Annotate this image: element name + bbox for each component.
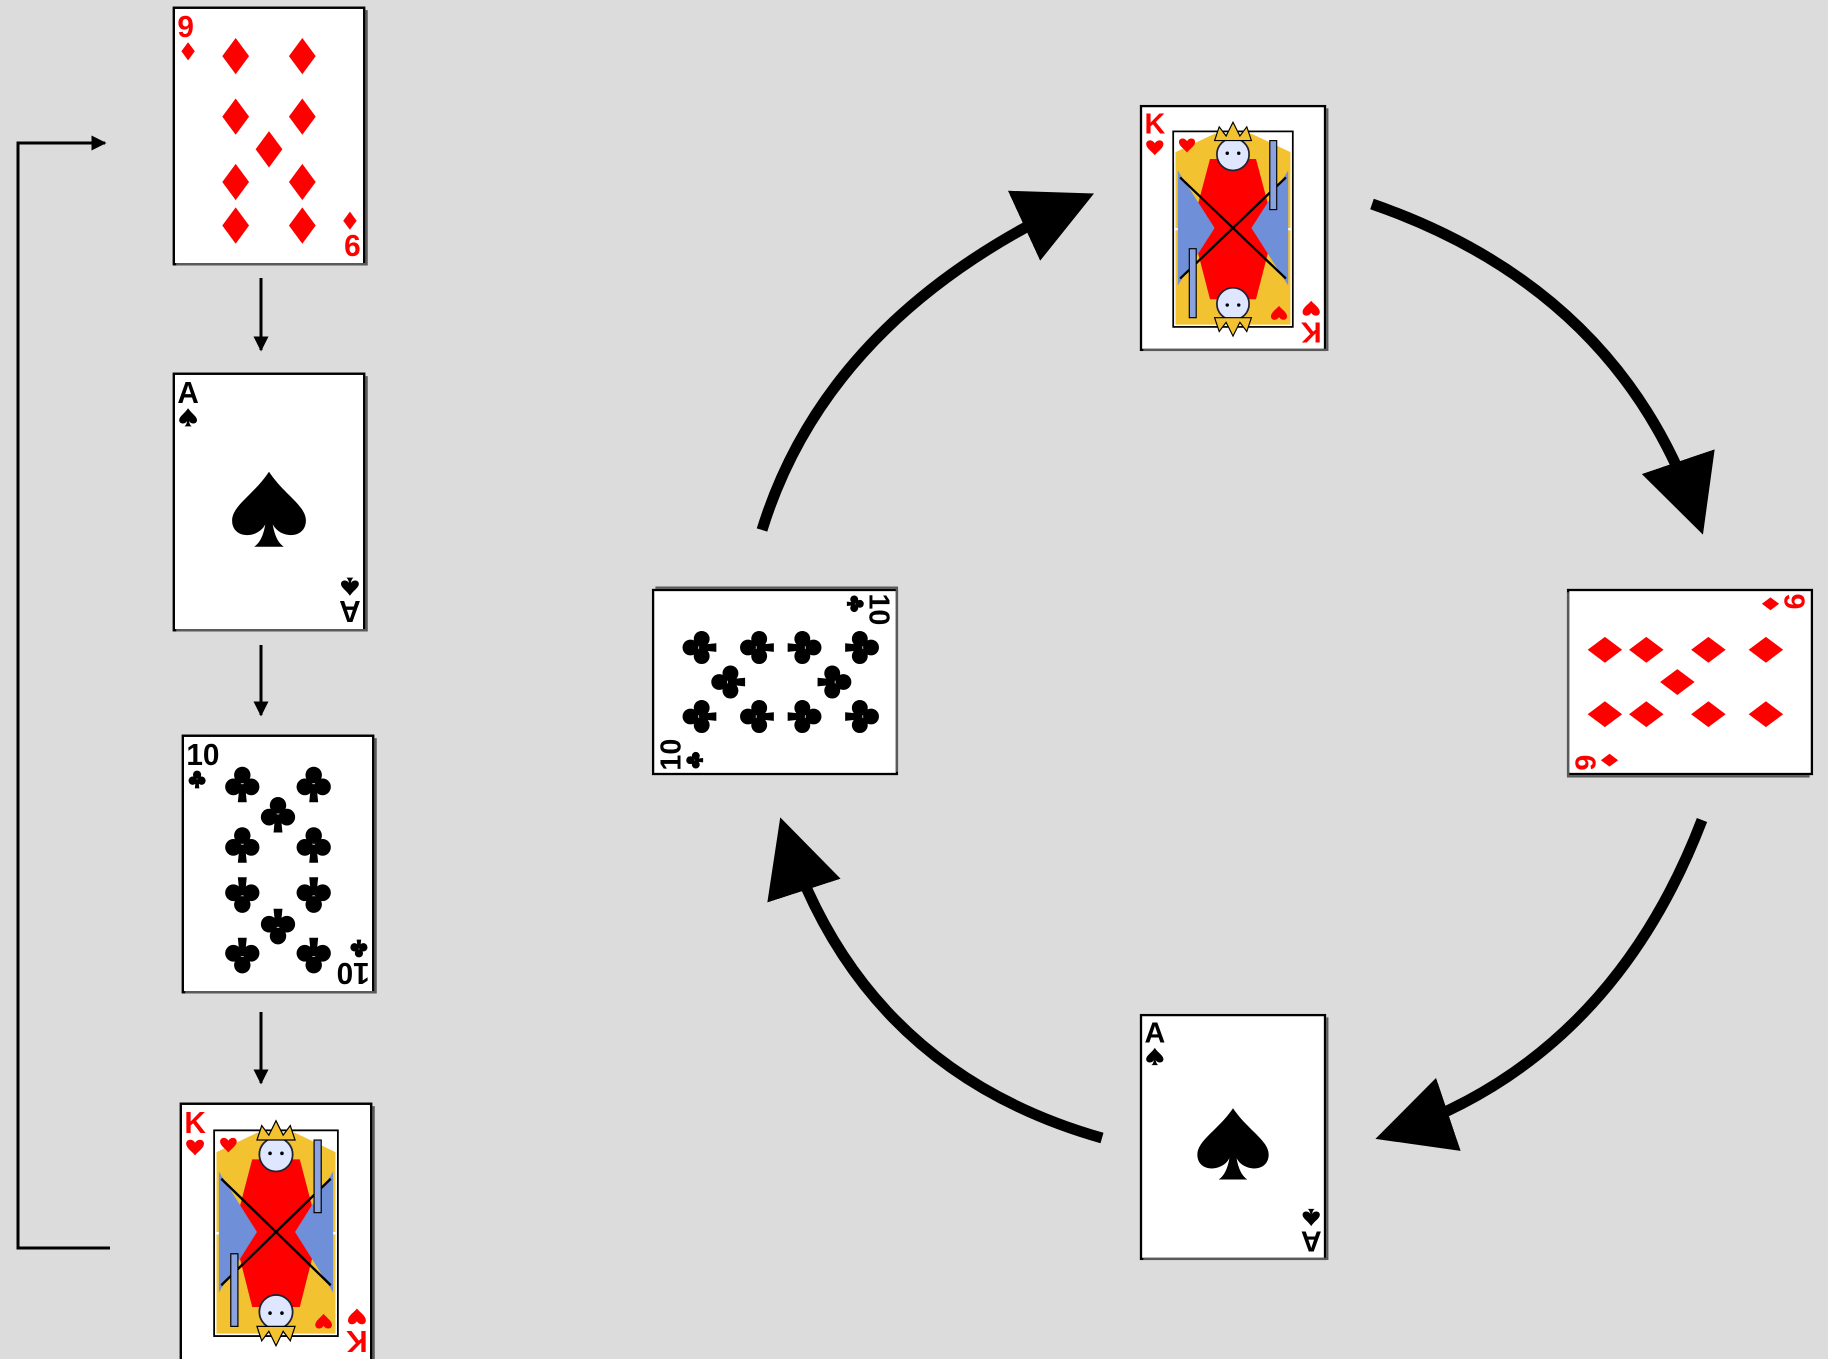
card-face <box>653 590 897 774</box>
card-rank-label: K <box>346 1324 368 1357</box>
card-rank-label: 9 <box>344 228 361 261</box>
cycle-arrow-top-to-right <box>1372 204 1698 520</box>
card-face <box>183 736 373 993</box>
card-rank-label: 10 <box>656 739 688 771</box>
card-nine-of-diamonds-sequence-1: 99 <box>174 8 367 265</box>
card-rank-label: 9 <box>1777 593 1809 609</box>
card-rank-label: A <box>177 377 198 410</box>
card-corner-bottom: A <box>1301 1209 1322 1256</box>
loop-back-arrow <box>18 143 110 1248</box>
card-rank-label: A <box>1301 1224 1322 1256</box>
cycle-arrow-bottom-to-left <box>785 832 1102 1138</box>
card-rank-label: 10 <box>862 593 894 625</box>
card-rank-label: 9 <box>177 11 194 44</box>
card-king-of-hearts-sequence-4: KK <box>181 1104 374 1359</box>
card-king-of-hearts-cycle-top: KK <box>1141 106 1327 350</box>
card-nine-of-diamonds-cycle-right: 99 <box>1568 590 1812 776</box>
card-corner-bottom: A <box>339 578 360 628</box>
cycle-arrow-right-to-bottom <box>1390 820 1702 1134</box>
king-portrait <box>214 1121 338 1346</box>
card-rank-label: 9 <box>1571 755 1603 771</box>
card-rank-label: 10 <box>186 739 219 772</box>
card-ace-of-spades-cycle-bottom: AA <box>1141 1015 1327 1259</box>
card-rank-label: A <box>339 594 360 627</box>
card-ten-of-clubs-cycle-left: 10 10 <box>653 588 897 774</box>
card-rank-label: 10 <box>337 956 370 989</box>
card-rank-label: A <box>1144 1018 1165 1050</box>
card-rank-label: K <box>1301 315 1322 347</box>
cycle-arrow-left-to-top <box>762 200 1080 530</box>
card-rank-label: K <box>1144 109 1165 141</box>
card-ten-of-clubs-sequence-3: 10 10 <box>183 736 376 993</box>
king-portrait <box>1173 122 1293 336</box>
card-rank-label: K <box>184 1107 206 1140</box>
card-ace-of-spades-sequence-2: AA <box>174 374 367 631</box>
